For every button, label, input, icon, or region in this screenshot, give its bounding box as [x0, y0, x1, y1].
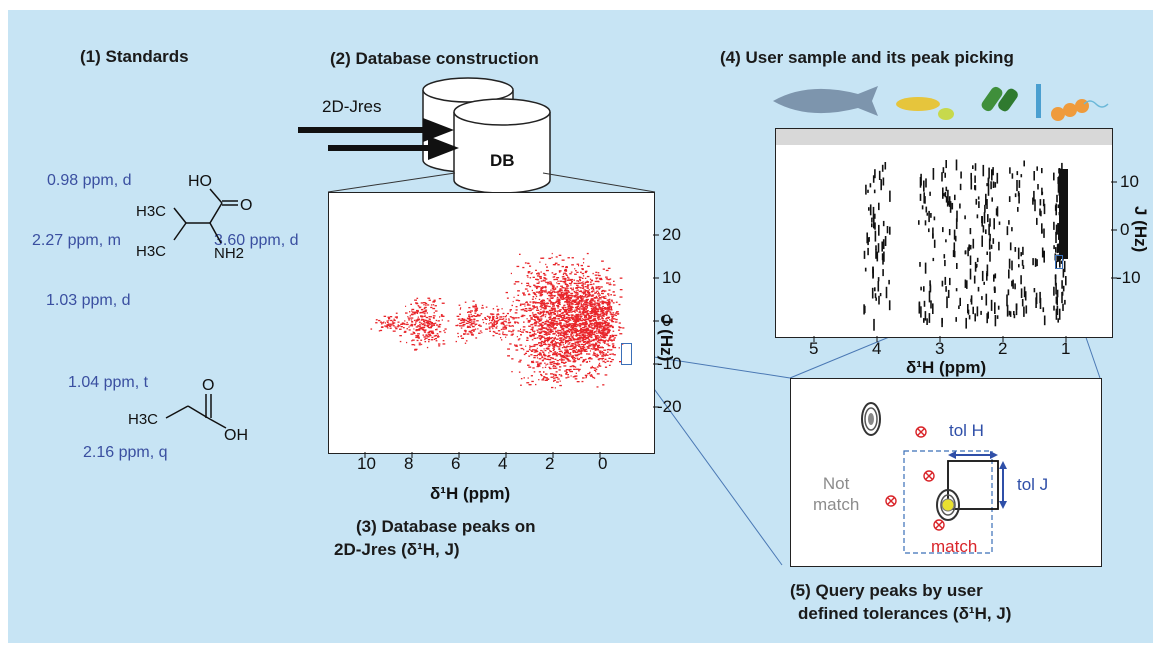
bacteria-icon [1036, 84, 1041, 118]
query-markers [885, 426, 945, 531]
db-scatter-points [370, 252, 625, 389]
valine-atom-ho: HO [188, 173, 212, 190]
fish-icon [773, 86, 878, 116]
not-match-label: Not match [813, 474, 860, 514]
insect-icon [896, 97, 940, 111]
propionic-shift-1-04: 1.04 ppm, t [68, 374, 149, 391]
match-label: match [931, 537, 978, 556]
user-xtick-5: 5 [809, 339, 819, 358]
db-ytick-0: 0 [662, 311, 672, 330]
user-sample-plot [775, 128, 1113, 338]
db-xtick-0: 0 [598, 454, 608, 473]
db-zoom-box [621, 343, 632, 365]
user-sample-header: (4) User sample and its peak picking [720, 48, 1014, 67]
jres-input-label: 2D-Jres [322, 97, 382, 116]
valine-shift-3-60: 3.60 ppm, d [214, 232, 299, 249]
propionic-shift-2-16: 2.16 ppm, q [83, 444, 168, 461]
user-x-axis-label: δ¹H (ppm) [906, 358, 987, 377]
db-ytick-minus20: -20 [657, 397, 682, 416]
propionic-atom-o: O [202, 377, 214, 394]
valine-atom-h3c-bottom: H3C [136, 243, 166, 260]
figure-panel: (1) Standards 0.98 ppm, d 2.27 ppm, m 3.… [8, 10, 1153, 643]
db-label: DB [490, 151, 515, 170]
user-zoom-box [1055, 255, 1063, 269]
user-ytick-0: 0 [1120, 220, 1130, 239]
user-xtick-4: 4 [872, 339, 882, 358]
query-caption-line1: (5) Query peaks by user [790, 581, 983, 600]
valine-shift-2-27: 2.27 ppm, m [32, 232, 121, 249]
db-ytick-minus10: -10 [657, 354, 682, 373]
db-x-axis-label: δ¹H (ppm) [430, 484, 511, 503]
db-ytick-20: 20 [662, 225, 681, 244]
db-peaks-caption-line1: (3) Database peaks on [356, 517, 536, 536]
tol-h-label: tol H [949, 421, 984, 440]
db-xtick-10: 10 [357, 454, 376, 473]
user-y-axis-label: J (Hz) [1131, 206, 1150, 253]
db-peaks-plot [328, 192, 655, 454]
sample-organisms-illustration [773, 84, 1109, 121]
db-xtick-2: 2 [545, 454, 555, 473]
db-ytick-10: 10 [662, 268, 681, 287]
user-xtick-1: 1 [1061, 339, 1071, 358]
db-xtick-4: 4 [498, 454, 508, 473]
peak-contour-match [936, 489, 960, 521]
tolerance-dashed-box [903, 450, 993, 554]
query-zoom-panel: Not match match tol H tol J [790, 378, 1102, 567]
standards-header: (1) Standards [80, 47, 189, 66]
database-header: (2) Database construction [330, 49, 539, 68]
db-plot-ticks [364, 234, 659, 458]
valine-atom-h3c-top: H3C [136, 203, 166, 220]
plant-icon [981, 86, 1003, 112]
db-xtick-6: 6 [451, 454, 461, 473]
tolerance-solid-box [947, 460, 999, 510]
db-xtick-8: 8 [404, 454, 414, 473]
peak-contour-top [861, 402, 881, 436]
user-spectrum-peaks [776, 129, 1112, 331]
propionic-acid-structure: O H3C OH [128, 377, 248, 444]
db-peaks-caption-line2: 2D-Jres (δ¹H, J) [334, 540, 460, 559]
user-xtick-3: 3 [935, 339, 945, 358]
db-y-axis-label: J (Hz) [657, 315, 676, 362]
valine-shift-0-98: 0.98 ppm, d [47, 172, 132, 189]
tol-j-label: tol J [1017, 475, 1049, 494]
valine-atom-o: O [240, 197, 252, 214]
valine-shift-1-03: 1.03 ppm, d [46, 292, 131, 309]
user-ytick-minus10: -10 [1116, 268, 1141, 287]
query-zoom-drawing [861, 402, 1007, 554]
user-plot-ticks [813, 181, 1117, 342]
database-illustration: 2D-Jres DB [298, 77, 551, 194]
user-xtick-2: 2 [998, 339, 1008, 358]
query-caption-line2: defined tolerances (δ¹H, J) [798, 604, 1012, 623]
user-ytick-10: 10 [1120, 172, 1139, 191]
propionic-atom-oh: OH [224, 427, 248, 444]
valine-structure: HO O H3C H3C NH2 [136, 173, 252, 262]
propionic-atom-h3c: H3C [128, 411, 158, 428]
valine-atom-nh2: NH2 [214, 245, 244, 262]
